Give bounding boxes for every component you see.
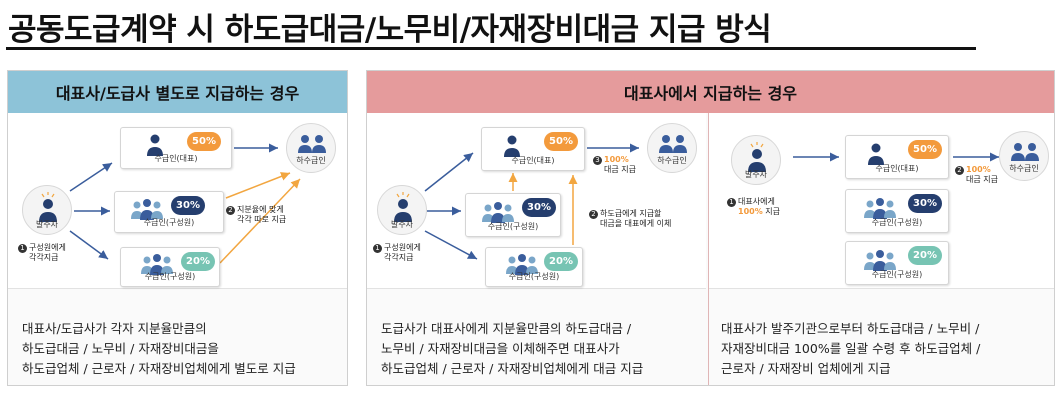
subcontractor-node: 하수급인: [647, 123, 697, 173]
contractor-member-box: 20% 수급인(구성원): [485, 247, 583, 287]
group-icon: [506, 254, 538, 275]
contractor-lead-box: 50% 수급인(대표): [481, 127, 585, 171]
description: 대표사가 발주기관으로부터 하도급대금 / 노무비 /자재장비대금 100%를 …: [721, 321, 981, 376]
title-underline: [6, 47, 976, 50]
contractor-member-box: 20% 수급인(구성원): [845, 241, 949, 285]
orderer-node: 발주자: [22, 185, 72, 235]
subcontractor-node: 하수급인: [286, 123, 336, 173]
contractor-member-box: 30% 수급인(구성원): [845, 189, 949, 233]
group-icon: [864, 198, 896, 219]
orderer-node: 발주자: [377, 185, 427, 235]
contractor-member-box: 30% 수급인(구성원): [114, 191, 224, 233]
flow-arrows: [424, 143, 639, 260]
contractor-lead-box: 50% 수급인(대표): [845, 135, 949, 179]
page-title: 공동도급계약 시 하도급대금/노무비/자재장비대금 지급 방식: [8, 12, 772, 48]
panel-header: 대표사/도급사 별도로 지급하는 경우: [8, 71, 347, 113]
group-icon: [131, 199, 163, 220]
lead-person-icon: [868, 143, 884, 165]
contractor-lead-box: 50% 수급인(대표): [120, 127, 232, 169]
subcontractor-group-icon: [298, 135, 326, 153]
orderer-node: 발주자: [731, 135, 781, 185]
description: 도급사가 대표사에게 지분율만큼의 하도급대금 /노무비 / 자재장비대금을 이…: [381, 321, 644, 376]
group-icon: [141, 254, 173, 275]
group-icon: [864, 250, 896, 271]
lead-person-icon: [504, 135, 520, 157]
panel-header: 대표사에서 지급하는 경우: [367, 71, 1054, 113]
orderer-person-icon: [748, 142, 766, 172]
subcontractor-node: 하수급인: [999, 131, 1049, 181]
subcontractor-group-icon: [659, 135, 687, 153]
lead-person-icon: [147, 134, 163, 156]
panel-divider: [708, 113, 709, 385]
subcontractor-group-icon: [1011, 143, 1039, 161]
orderer-person-icon: [394, 192, 412, 222]
orderer-person-icon: [39, 192, 57, 222]
contractor-member-box: 30% 수급인(구성원): [465, 193, 561, 237]
flow-arrows: [69, 143, 301, 264]
flow-arrows: [793, 152, 999, 162]
contractor-member-box: 20% 수급인(구성원): [120, 247, 220, 287]
group-icon: [482, 202, 514, 223]
